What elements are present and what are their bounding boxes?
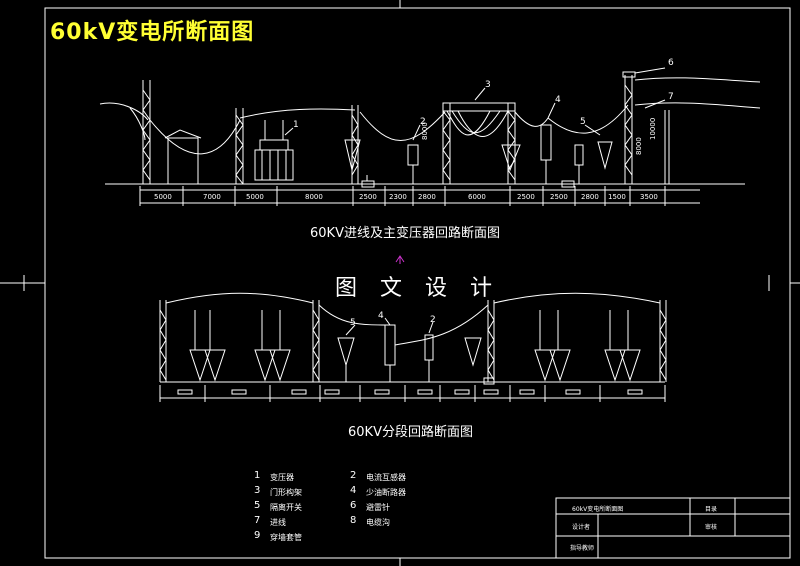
callout-label: 1	[293, 120, 299, 130]
lattice-tower-3	[351, 105, 359, 184]
callout-label: 5	[350, 318, 356, 328]
dim-label: 2300	[389, 193, 407, 201]
legend-text: 电缆沟	[366, 518, 390, 527]
drawing-name: 60kV变电所断面图	[572, 506, 624, 513]
advisor-label: 指导教师	[570, 545, 595, 552]
dim-label: 5000	[154, 193, 172, 201]
height-label: 10000	[649, 117, 657, 140]
watermark-text: 图 文 设 计	[335, 276, 500, 301]
dim-label: 2500	[550, 193, 568, 201]
legend-text: 电流互感器	[366, 473, 406, 482]
arrester	[574, 144, 584, 184]
tower-s2-4	[659, 300, 667, 382]
tower-s2-3	[487, 300, 495, 382]
switch-s2	[337, 337, 355, 382]
height-label: 8000	[421, 122, 429, 140]
callout-label: 2	[420, 117, 426, 127]
legend-text: 穿墙套管	[270, 533, 302, 542]
dim-label: 2800	[418, 193, 436, 201]
callout-label: 6	[668, 58, 674, 68]
legend-number: 3	[254, 485, 261, 496]
wall-bushing-house	[164, 129, 202, 185]
designer-label: 设计者	[572, 524, 591, 531]
disconnect-switch-3	[597, 141, 613, 170]
page-title: 60kV变电所断面图	[50, 20, 255, 45]
legend-number: 5	[254, 500, 261, 511]
height-label: 8000	[635, 137, 643, 155]
callout-label: 2	[430, 315, 436, 325]
dim-label: 2500	[359, 193, 377, 201]
dim-label: 2800	[581, 193, 599, 201]
catalog-label: 目录	[705, 506, 718, 513]
lattice-tower-2	[235, 108, 244, 185]
disconnect-switch-2	[501, 144, 521, 172]
dim-label: 1500	[608, 193, 626, 201]
gantry-frame	[442, 102, 516, 184]
legend-text: 少油断路器	[366, 488, 406, 497]
section1-caption: 60KV进线及主变压器回路断面图	[310, 226, 500, 241]
marker-icon	[395, 255, 405, 264]
legend-text: 门形构架	[270, 488, 302, 497]
legend-text: 隔离开关	[270, 503, 302, 512]
lattice-tower-left	[142, 80, 151, 184]
callout-label: 5	[580, 117, 586, 127]
dim-label: 2500	[517, 193, 535, 201]
lightning-rod	[664, 110, 670, 184]
dim-label: 8000	[305, 193, 323, 201]
tower-s2-2	[312, 300, 320, 382]
switch-s2b	[464, 337, 482, 367]
busbar-support-right	[534, 310, 641, 382]
callout-label: 7	[668, 92, 674, 102]
legend-text: 进线	[270, 518, 286, 527]
current-transformer	[407, 144, 419, 184]
busbar-support-left	[189, 310, 291, 382]
dim-label: 6000	[468, 193, 486, 201]
title-block	[555, 497, 791, 559]
legend-text: 避雷针	[366, 503, 390, 512]
lattice-tower-right	[622, 71, 636, 184]
tower-s2-1	[159, 300, 167, 382]
circuit-breaker	[540, 124, 552, 184]
legend-number: 7	[254, 515, 261, 526]
reviewer-label: 审核	[705, 524, 718, 531]
dim-label: 7000	[203, 193, 221, 201]
legend-number: 4	[350, 485, 357, 496]
disconnect-switch-1	[344, 139, 361, 184]
ct-s2	[424, 334, 434, 382]
legend-text: 变压器	[270, 473, 294, 482]
legend-number: 8	[350, 515, 357, 526]
legend-number: 1	[254, 470, 261, 481]
section2-drawing	[159, 292, 667, 402]
callout-label: 4	[378, 311, 384, 321]
callout-label: 4	[555, 95, 561, 105]
section1-drawing	[99, 67, 761, 206]
legend-number: 6	[350, 500, 357, 511]
section2-caption: 60KV分段回路断面图	[348, 425, 473, 440]
legend-number: 2	[350, 470, 357, 481]
dim-label: 5000	[246, 193, 264, 201]
dim-label: 3500	[640, 193, 658, 201]
callout-label: 3	[485, 80, 491, 90]
legend-number: 9	[254, 530, 261, 541]
breaker-s2	[384, 324, 396, 382]
transformer-symbol	[254, 120, 294, 181]
